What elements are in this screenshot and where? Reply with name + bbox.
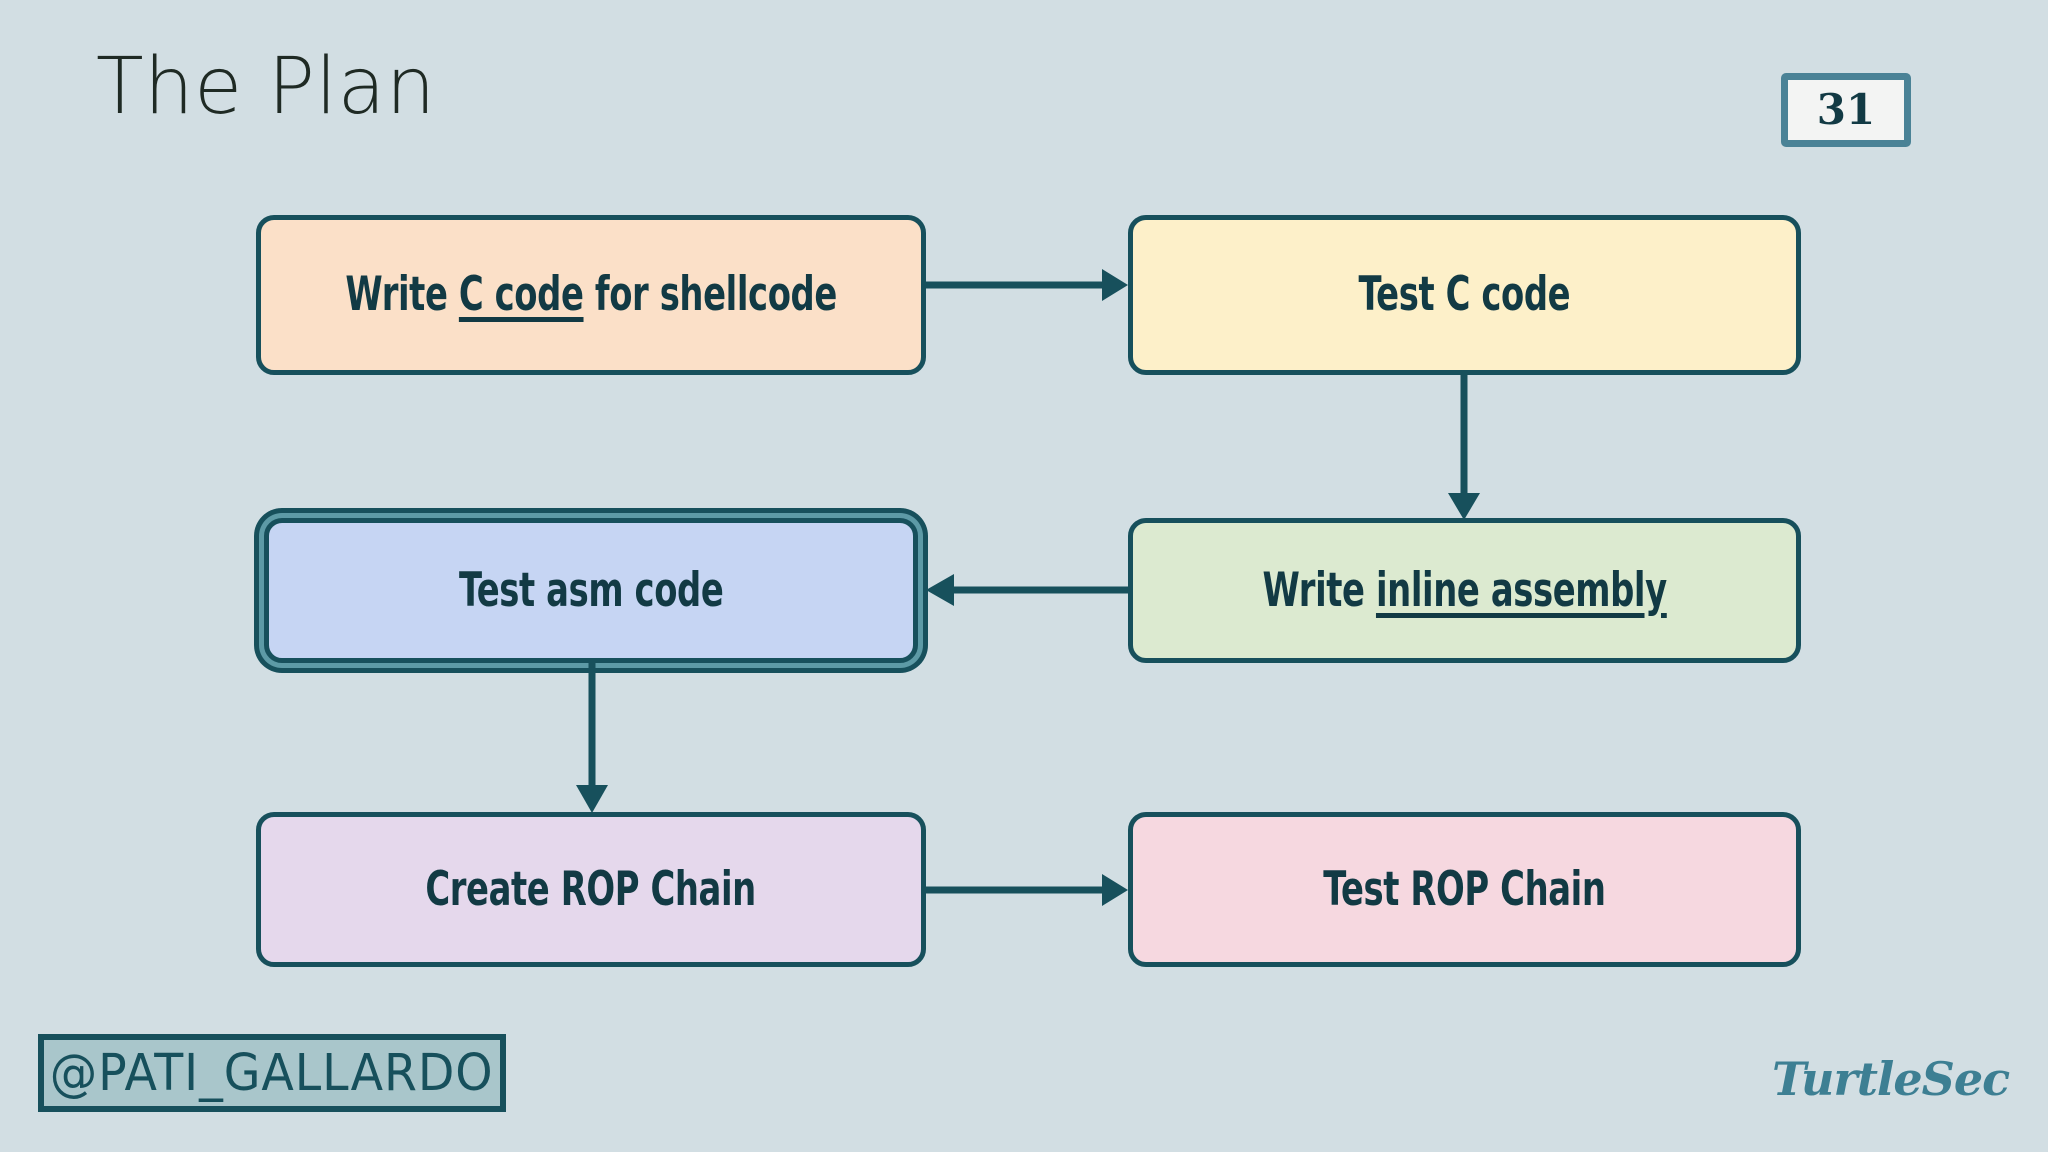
flow-node-label: Test ROP Chain [1323, 861, 1606, 917]
author-handle-badge: @PATI_GALLARDO [38, 1034, 506, 1112]
flow-node-create-rop-chain[interactable]: Create ROP Chain [256, 812, 926, 967]
flow-node-write-c-code[interactable]: Write C code for shellcode [256, 215, 926, 375]
flow-node-write-inline-assembly[interactable]: Write inline assembly [1128, 518, 1801, 663]
flow-node-test-asm-code[interactable]: Test asm code [264, 518, 918, 663]
arrow-write-inline-assembly-to-test-asm [924, 570, 1130, 610]
flow-node-label: Test C code [1358, 267, 1571, 323]
flow-node-test-c-code[interactable]: Test C code [1128, 215, 1801, 375]
arrow-test-asm-to-create-rop [572, 663, 612, 815]
slide-number-value: 31 [1816, 85, 1876, 134]
page-title: The Plan [96, 42, 436, 132]
arrow-create-rop-to-test-rop [926, 870, 1132, 910]
turtlesec-logo: TurtleSec [1772, 1052, 2010, 1106]
flow-node-test-rop-chain[interactable]: Test ROP Chain [1128, 812, 1801, 967]
flow-node-label: Create ROP Chain [425, 861, 757, 917]
flow-node-label: Test asm code [458, 562, 724, 618]
slide-number-badge: 31 [1781, 73, 1911, 147]
arrow-test-c-to-write-inline-assembly [1444, 375, 1484, 522]
arrow-write-c-to-test-c [926, 265, 1132, 305]
author-handle-text: @PATI_GALLARDO [50, 1043, 494, 1103]
flow-node-label: Write C code for shellcode [345, 267, 837, 323]
flow-node-label: Write inline assembly [1262, 562, 1667, 618]
